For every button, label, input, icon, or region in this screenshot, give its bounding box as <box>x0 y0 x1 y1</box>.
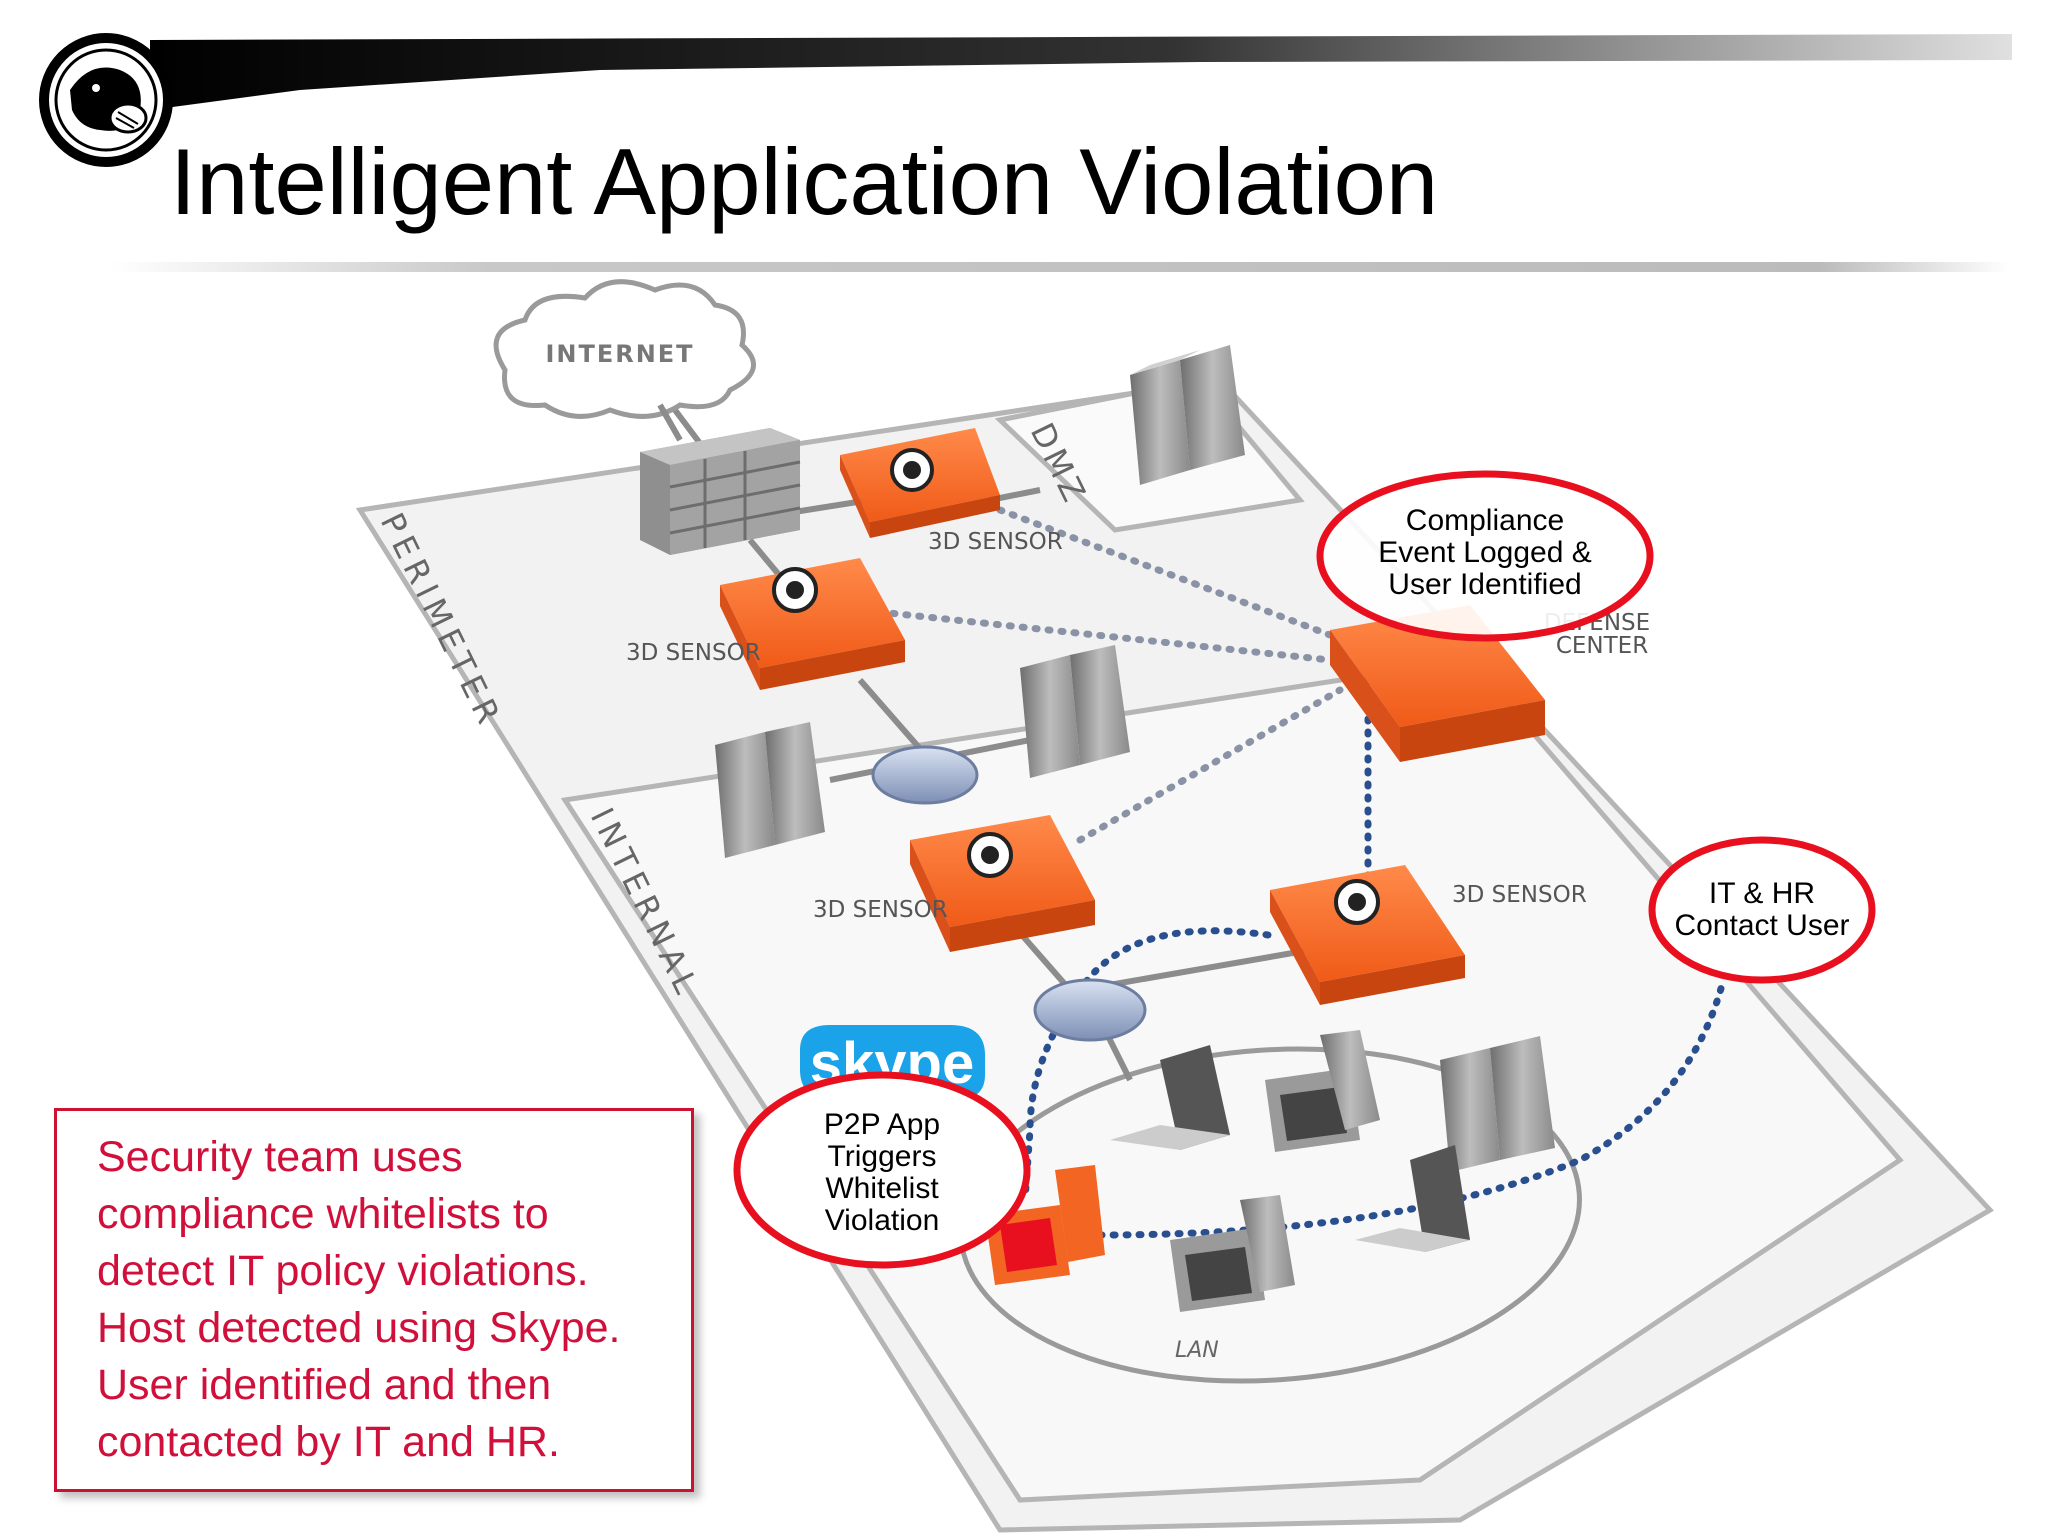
svg-text:Contact User: Contact User <box>1674 909 1849 942</box>
violating-host-icon <box>985 1165 1105 1285</box>
logo-icon <box>39 33 173 167</box>
server-perimeter-right <box>1020 645 1130 778</box>
svg-text:P2P App: P2P App <box>824 1108 940 1141</box>
sensor-label-perimeter: 3D SENSOR <box>626 640 761 666</box>
svg-text:Violation: Violation <box>825 1204 940 1237</box>
server-dmz <box>1130 345 1245 485</box>
server-lan <box>1440 1036 1555 1172</box>
info-line: User identified and then <box>97 1361 552 1409</box>
svg-text:Whitelist: Whitelist <box>825 1172 939 1205</box>
info-line: compliance whitelists to <box>97 1190 549 1238</box>
internal-zone <box>560 657 1904 1503</box>
svg-text:Compliance: Compliance <box>1406 504 1564 537</box>
sensor-perimeter <box>720 558 905 690</box>
sensor-lan <box>1270 865 1465 1005</box>
info-box: Security team uses compliance whitelists… <box>54 1108 694 1492</box>
desktop-icon <box>1170 1030 1380 1312</box>
info-line: detect IT policy violations. <box>97 1247 589 1295</box>
sensor-label-internal: 3D SENSOR <box>813 897 948 923</box>
firewall-icon <box>640 428 801 555</box>
sensor-label-dmz: 3D SENSOR <box>928 529 1063 555</box>
slide-title: Intelligent Application Violation <box>170 129 1439 234</box>
callout-p2p: P2P App Triggers Whitelist Violation <box>733 1071 1031 1269</box>
callout-it-hr: IT & HR Contact User <box>1648 836 1876 984</box>
internet-cloud: INTERNET <box>493 279 756 419</box>
svg-text:IT & HR: IT & HR <box>1709 877 1815 910</box>
management-links <box>876 506 1344 844</box>
title-underline <box>110 262 2010 272</box>
sensor-label-lan: 3D SENSOR <box>1452 882 1587 908</box>
laptop-icon <box>1110 1045 1470 1252</box>
router-icon <box>871 745 1147 1042</box>
lan-label: LAN <box>1175 1338 1219 1363</box>
server-perimeter-left <box>715 722 825 858</box>
sensor-internal <box>910 815 1095 952</box>
info-line: Security team uses <box>97 1133 463 1181</box>
svg-text:Triggers: Triggers <box>828 1140 937 1173</box>
internet-label: INTERNET <box>545 340 694 368</box>
sensor-dmz <box>840 428 1000 538</box>
svg-text:User Identified: User Identified <box>1388 568 1581 601</box>
info-line: contacted by IT and HR. <box>97 1418 560 1466</box>
info-line: Host detected using Skype. <box>97 1304 621 1352</box>
header-swoosh <box>150 34 2012 110</box>
callout-compliance: Compliance Event Logged & User Identifie… <box>1316 470 1654 642</box>
svg-text:Event Logged &: Event Logged & <box>1378 536 1592 569</box>
defense-center-label-line2: CENTER <box>1556 633 1648 659</box>
